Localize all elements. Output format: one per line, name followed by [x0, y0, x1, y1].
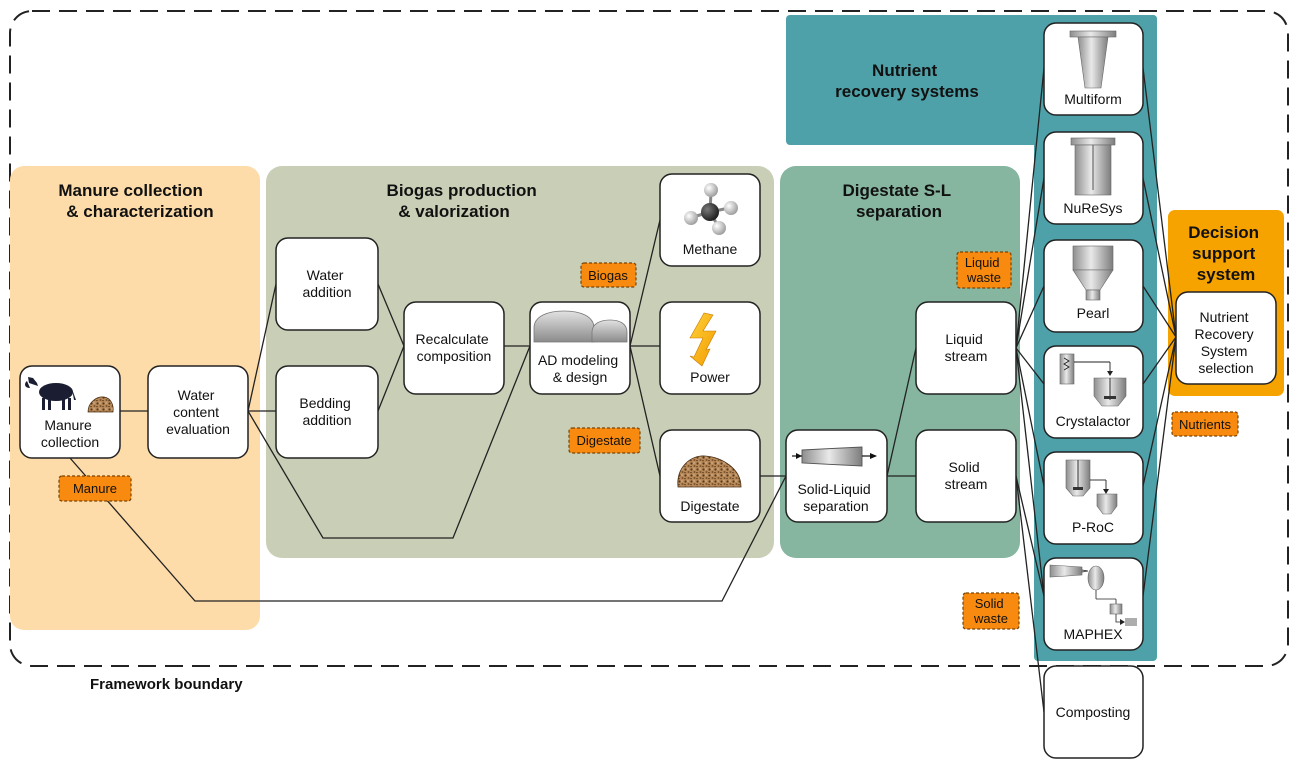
nutrients-tag-label: Nutrients: [1179, 417, 1232, 432]
biogas-tank-icon: [533, 310, 628, 343]
biogas-region-title: Biogas production & valorization: [387, 181, 542, 221]
bedding-addition-label: Bedding addition: [299, 395, 354, 428]
proc-label: P-RoC: [1072, 519, 1114, 535]
maphex-node: [1043, 557, 1144, 651]
digestate-tag: [568, 427, 641, 454]
liquid-waste-tag-label: Liquid waste: [965, 255, 1003, 285]
sl-separation-label: Solid-Liquid separation: [797, 481, 874, 514]
digestate-region-title: Digestate S-L separation: [842, 181, 955, 221]
nutrients-tag: [1171, 411, 1239, 437]
nrs-selection-label: Nutrient Recovery System selection: [1194, 309, 1257, 376]
lightning-icon: [689, 312, 717, 367]
biogas-tag-label: Biogas: [588, 268, 628, 283]
power-label: Power: [690, 369, 730, 385]
liquid-stream-label: Liquid stream: [945, 331, 988, 364]
screw-press-icon: [792, 446, 877, 467]
manure-region: [10, 166, 260, 630]
water-content-node: [147, 365, 249, 459]
multiform-label: Multiform: [1064, 91, 1122, 107]
proc-icon: [1065, 459, 1118, 515]
digestate-pile-icon: [677, 455, 742, 488]
manure-pile-icon: [87, 396, 114, 413]
nutrient-region-title: Nutrient recovery systems: [835, 61, 979, 101]
maphex-icon: [1049, 564, 1137, 626]
maphex-label: MAPHEX: [1063, 626, 1123, 642]
solid-stream-node: [915, 429, 1017, 523]
decision-region-title: Decision support system: [1188, 223, 1264, 284]
methane-label: Methane: [683, 241, 738, 257]
biogas-region: [266, 166, 774, 558]
water-content-label: Water content evaluation: [166, 387, 230, 437]
solid-waste-tag-label: Solid waste: [973, 596, 1008, 626]
cow-icon: [25, 377, 76, 410]
nuresys-reactor-icon: [1070, 137, 1116, 196]
recalculate-label: Recalculate composition: [415, 331, 492, 364]
digestate-tag-label: Digestate: [577, 433, 632, 448]
water-addition-label: Water addition: [302, 267, 351, 300]
crystalactor-label: Crystalactor: [1056, 413, 1131, 429]
manure-tag-label: Manure: [73, 481, 117, 496]
nuresys-label: NuReSys: [1063, 200, 1122, 216]
connectors: [69, 67, 1177, 713]
ad-modeling-label: AD modeling & design: [538, 352, 622, 385]
liquid-stream-node: [915, 301, 1017, 395]
digestate-label: Digestate: [680, 498, 739, 514]
crystalactor-icon: [1059, 353, 1127, 407]
composting-label: Composting: [1056, 704, 1131, 720]
pearl-reactor-icon: [1072, 245, 1114, 301]
solid-waste-tag: [962, 592, 1020, 630]
pearl-label: Pearl: [1077, 305, 1110, 321]
manure-tag: [58, 475, 132, 502]
bedding-addition-node: [275, 365, 379, 459]
water-addition-node: [275, 237, 379, 331]
methane-molecule-icon: [684, 183, 738, 235]
biogas-tag: [580, 262, 637, 288]
power-node: [659, 301, 761, 395]
solid-stream-label: Solid stream: [945, 459, 988, 492]
nrs-selection-node: [1175, 291, 1277, 385]
composting-node: [1043, 665, 1144, 759]
recalculate-node: [403, 301, 505, 395]
multiform-reactor-icon: [1069, 30, 1117, 89]
liquid-waste-tag: [956, 251, 1012, 289]
tags: Manure Biogas Digestate Liquid waste Sol…: [58, 251, 1239, 630]
framework-boundary-label: Framework boundary: [90, 676, 243, 693]
manure-collection-label: Manure collection: [41, 417, 99, 450]
manure-region-title: Manure collection & characterization: [58, 181, 213, 221]
